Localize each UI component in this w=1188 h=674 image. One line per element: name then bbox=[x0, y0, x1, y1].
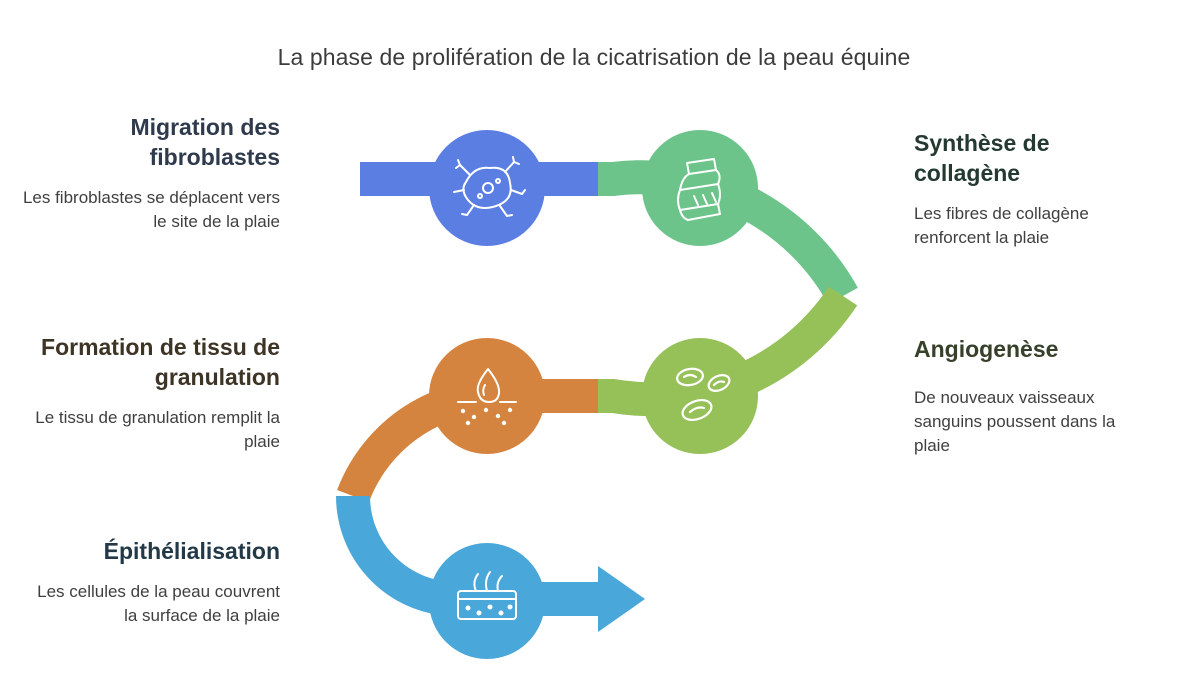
step-description: Le tissu de granulation remplit la plaie bbox=[35, 408, 280, 451]
step-title: Formation de tissu de granulation bbox=[41, 334, 280, 390]
step-title: Migration des fibroblastes bbox=[130, 114, 280, 170]
step-collagen: Synthèse de collagène Les fibres de coll… bbox=[914, 128, 1134, 250]
step-title: Synthèse de collagène bbox=[914, 130, 1050, 186]
step-angio: Angiogenèse De nouveaux vaisseaux sangui… bbox=[914, 334, 1149, 458]
step-title: Angiogenèse bbox=[914, 336, 1059, 362]
step-description: Les fibres de collagène renforcent la pl… bbox=[914, 204, 1089, 247]
step-description: De nouveaux vaisseaux sanguins poussent … bbox=[914, 388, 1116, 455]
step-title: Épithélialisation bbox=[103, 538, 280, 564]
flow-arrow-head bbox=[598, 566, 645, 632]
step-granulation: Formation de tissu de granulation Le tis… bbox=[20, 332, 280, 454]
step-node-angio bbox=[642, 338, 758, 454]
step-node-collagen bbox=[642, 130, 758, 246]
diagram-title: La phase de prolifération de la cicatris… bbox=[277, 44, 911, 70]
step-description: Les fibroblastes se déplacent vers le si… bbox=[22, 188, 280, 231]
skin-layer-icon bbox=[457, 571, 517, 620]
bandage-icon bbox=[677, 158, 721, 221]
step-migration: Migration des fibroblastes Les fibroblas… bbox=[20, 112, 280, 234]
step-description: Les cellules de la peau couvrent la surf… bbox=[37, 582, 280, 625]
step-epith: Épithélialisation Les cellules de la pea… bbox=[20, 536, 280, 628]
step-node-epith bbox=[429, 543, 545, 659]
blood-cells-icon bbox=[676, 367, 731, 421]
fibroblast-cell-icon bbox=[453, 156, 526, 217]
step-node-granulation bbox=[429, 338, 545, 454]
skin-droplet-icon bbox=[457, 368, 517, 426]
step-node-migration bbox=[429, 130, 545, 246]
